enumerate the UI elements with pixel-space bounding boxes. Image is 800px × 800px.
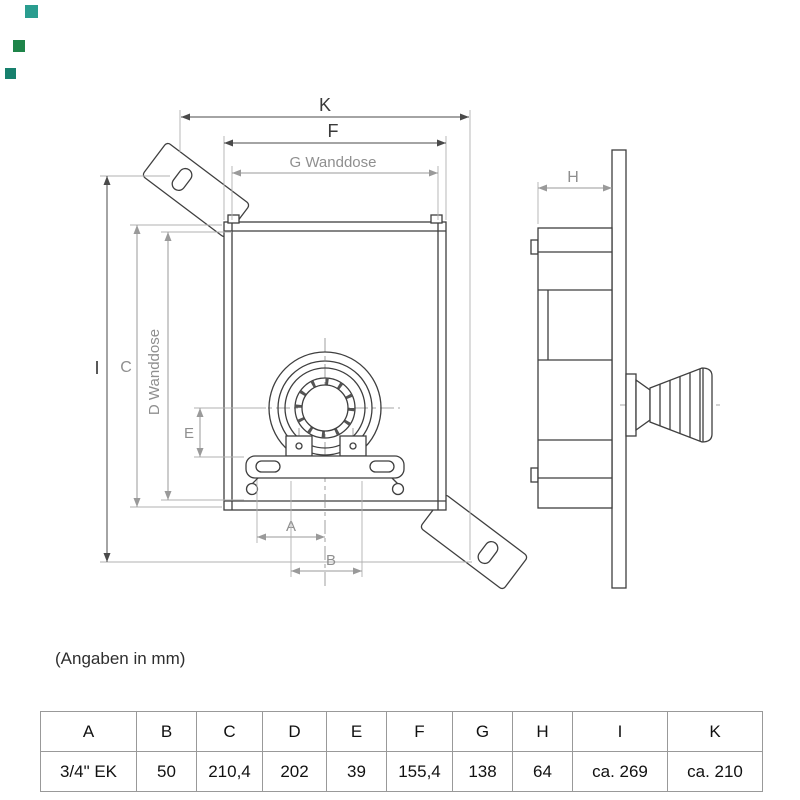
table-value-A: 3/4" EK (40, 751, 137, 792)
dim-B: B (290, 481, 363, 577)
technical-drawing: K F G Wanddose (94, 95, 724, 590)
dim-F: F (223, 121, 447, 220)
table-header-E: E (326, 711, 387, 752)
dim-C: C (120, 224, 222, 508)
dimension-table: A B C D E F G H I K 3/4" EK 50 210,4 202… (40, 711, 763, 792)
side-view: H (530, 149, 724, 589)
dim-label-D: D Wanddose (146, 329, 163, 415)
dim-D: D Wanddose (146, 231, 244, 501)
dim-label-C: C (120, 359, 132, 376)
table-header-C: C (196, 711, 263, 752)
units-note: (Angaben in mm) (55, 649, 186, 668)
table-value-row: 3/4" EK 50 210,4 202 39 155,4 138 64 ca.… (40, 751, 763, 792)
artifact-square-2 (13, 40, 25, 52)
table-value-K: ca. 210 (667, 751, 763, 792)
artifact-square-1 (25, 5, 38, 18)
dim-label-F: F (328, 121, 339, 141)
dim-H: H (537, 169, 612, 224)
dim-label-K: K (319, 95, 331, 115)
dim-I: I (94, 175, 472, 563)
table-value-C: 210,4 (196, 751, 263, 792)
valve-spout (620, 367, 724, 443)
dim-label-G: G Wanddose (290, 154, 377, 171)
dim-label-B: B (326, 552, 336, 569)
table-header-row: A B C D E F G H I K (40, 711, 763, 752)
table-header-H: H (512, 711, 573, 752)
table-header-A: A (40, 711, 137, 752)
dim-label-E: E (184, 425, 194, 442)
table-header-B: B (136, 711, 197, 752)
dim-K: K (179, 95, 471, 560)
artifact-square-3 (5, 68, 16, 79)
table-header-G: G (452, 711, 513, 752)
mounting-bracket (245, 428, 405, 496)
table-header-I: I (572, 711, 668, 752)
table-header-K: K (667, 711, 763, 752)
table-value-B: 50 (136, 751, 197, 792)
mounting-strap-bottom-right (420, 494, 528, 590)
table-header-F: F (386, 711, 453, 752)
table-value-H: 64 (512, 751, 573, 792)
front-view: K F G Wanddose (94, 95, 528, 590)
dim-label-H: H (567, 169, 579, 186)
dim-G: G Wanddose (231, 154, 439, 220)
dim-E: E (184, 407, 266, 458)
table-value-G: 138 (452, 751, 513, 792)
table-value-I: ca. 269 (572, 751, 668, 792)
dim-label-I: I (94, 358, 99, 378)
table-value-D: 202 (262, 751, 327, 792)
connection-fitting-circles (268, 351, 382, 465)
table-value-E: 39 (326, 751, 387, 792)
side-mounting-plate (611, 149, 627, 589)
table-value-F: 155,4 (386, 751, 453, 792)
table-header-D: D (262, 711, 327, 752)
side-box-body (530, 227, 613, 509)
